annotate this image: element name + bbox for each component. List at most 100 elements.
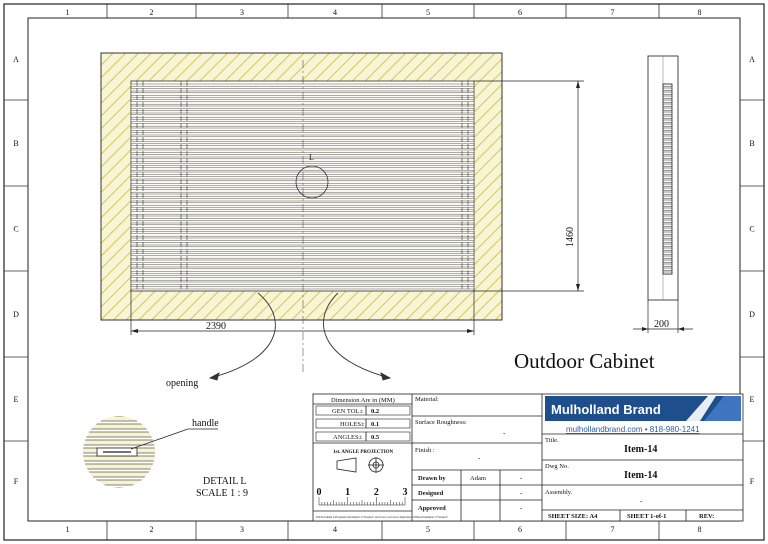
louver-slat bbox=[131, 237, 474, 241]
assembly-value: - bbox=[640, 497, 643, 505]
louver-slat bbox=[131, 211, 474, 215]
finish-label: Finish : bbox=[415, 447, 435, 454]
material-label: Material: bbox=[415, 396, 439, 403]
surface-roughness-label: Surface Roughness: bbox=[415, 419, 467, 426]
detail-slat bbox=[83, 431, 155, 438]
column-label: 2 bbox=[150, 8, 154, 17]
handle-label: handle bbox=[192, 418, 219, 429]
detail-callout-circle bbox=[295, 165, 329, 199]
row-label: E bbox=[14, 395, 19, 404]
column-label: 8 bbox=[698, 8, 702, 17]
louver-slat bbox=[131, 118, 474, 123]
opening-label: opening bbox=[166, 378, 198, 389]
side-view-louvers bbox=[662, 83, 673, 275]
drawn-by-label: Drawn by bbox=[418, 475, 446, 482]
side-view bbox=[647, 55, 679, 301]
louver-slat bbox=[131, 255, 474, 259]
column-label: 1 bbox=[66, 8, 70, 17]
column-label: 6 bbox=[518, 525, 522, 534]
detail-slat bbox=[83, 463, 155, 470]
drawing-title: Outdoor Cabinet bbox=[514, 349, 655, 373]
louver-slat bbox=[131, 206, 474, 211]
row-label: F bbox=[750, 477, 755, 486]
louver-slat bbox=[131, 264, 474, 268]
louver-slat bbox=[131, 176, 474, 180]
column-label: 2 bbox=[150, 525, 154, 534]
louver-slat bbox=[131, 198, 474, 202]
detail-slat bbox=[83, 439, 155, 446]
louver-slat bbox=[131, 171, 474, 175]
designed-extra: - bbox=[520, 489, 523, 497]
ruler-tick-label: 2 bbox=[374, 487, 379, 498]
row-label: F bbox=[14, 477, 19, 486]
brand-contact: mulhollandbrand.com • 818-980-1241 bbox=[566, 425, 700, 434]
opening-swing-arrows bbox=[208, 292, 392, 381]
proprietary-note: This Document is Proprietary Information… bbox=[316, 516, 448, 519]
finish-value: - bbox=[478, 454, 481, 462]
louver-slat bbox=[131, 202, 474, 206]
louver-slat bbox=[131, 224, 474, 228]
detail-slat bbox=[83, 487, 155, 488]
angles-label: ANGLES± bbox=[333, 434, 363, 441]
column-label: 1 bbox=[66, 525, 70, 534]
detail-callout-letter: L bbox=[309, 153, 314, 162]
ruler-tick-label: 0 bbox=[317, 487, 322, 498]
height-dimension bbox=[474, 80, 584, 292]
gen-tol-value: 0.2 bbox=[371, 408, 379, 415]
column-label: 3 bbox=[240, 525, 244, 534]
drawn-by-value: Adam bbox=[470, 475, 486, 482]
row-label: A bbox=[13, 55, 19, 64]
detail-title: DETAIL L bbox=[203, 476, 247, 487]
brand-logo bbox=[545, 396, 741, 421]
column-label: 7 bbox=[611, 8, 615, 17]
scale-ruler-labels: 0 1 2 3 bbox=[317, 487, 408, 498]
column-dividers bbox=[106, 4, 660, 540]
row-label: B bbox=[13, 139, 18, 148]
louver-slat bbox=[131, 180, 474, 184]
vertical-rails bbox=[136, 81, 469, 291]
louver-slat bbox=[131, 281, 474, 285]
column-label: 6 bbox=[518, 8, 522, 17]
width-dimension-text: 2390 bbox=[206, 321, 226, 332]
column-labels-bottom: 1 2 3 4 5 6 7 8 bbox=[66, 525, 702, 534]
louver-slat bbox=[131, 250, 474, 255]
title-value: Item-14 bbox=[624, 444, 657, 455]
scale-ruler bbox=[318, 497, 406, 506]
drawn-by-extra: - bbox=[520, 474, 523, 482]
louver-slat bbox=[131, 110, 474, 114]
louver-slat bbox=[131, 189, 474, 193]
column-label: 7 bbox=[611, 525, 615, 534]
detail-slat bbox=[83, 423, 155, 430]
louver-slat bbox=[131, 242, 474, 246]
column-label: 5 bbox=[426, 525, 430, 534]
column-label: 8 bbox=[698, 525, 702, 534]
louver-slat bbox=[131, 132, 474, 136]
louver-slat bbox=[131, 145, 474, 149]
approved-label: Approved bbox=[418, 505, 446, 512]
detail-slat bbox=[83, 471, 155, 478]
louver-slat bbox=[131, 246, 474, 250]
louver-slat bbox=[131, 154, 474, 158]
row-label: D bbox=[749, 310, 755, 319]
detail-slat bbox=[83, 479, 155, 486]
ruler-tick-label: 1 bbox=[345, 487, 350, 498]
column-label: 4 bbox=[333, 8, 337, 17]
holes-value: 0.1 bbox=[371, 421, 379, 428]
column-label: 4 bbox=[333, 525, 337, 534]
brand-name: Mulholland Brand bbox=[551, 402, 661, 417]
detail-slat bbox=[83, 455, 155, 462]
depth-dimension bbox=[633, 300, 693, 333]
louver-slat bbox=[131, 92, 474, 96]
ruler-tick-label: 3 bbox=[403, 487, 408, 498]
detail-scale: SCALE 1 : 9 bbox=[196, 488, 248, 499]
louver-slat bbox=[131, 272, 474, 277]
louver-slat bbox=[131, 233, 474, 237]
detail-view bbox=[83, 416, 218, 488]
detail-slat bbox=[83, 416, 155, 422]
dimension-note: Dimension Are in (MM) bbox=[331, 397, 395, 404]
row-label: D bbox=[13, 310, 19, 319]
assembly-label: Assembly. bbox=[545, 489, 573, 496]
